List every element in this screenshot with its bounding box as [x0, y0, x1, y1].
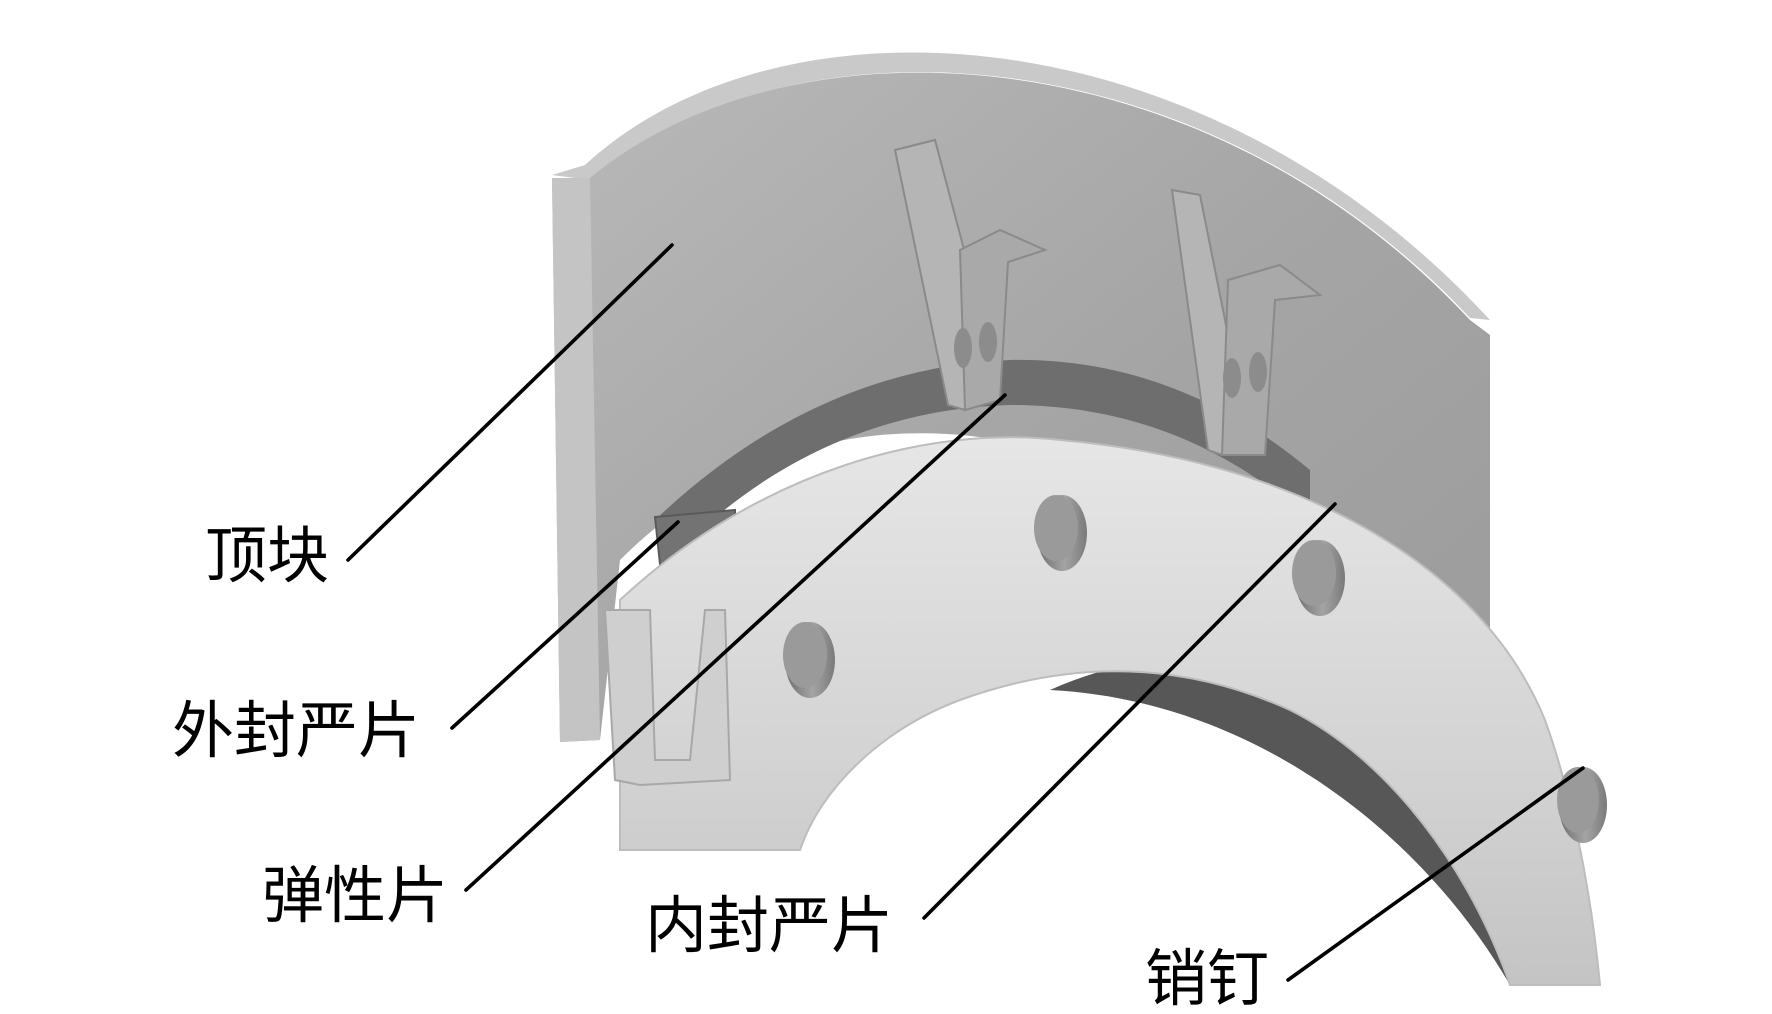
leader-inner-seal	[922, 502, 1337, 920]
spring-leaf-left	[893, 138, 1048, 412]
seal-cavity-band	[655, 359, 1310, 560]
ring-end-slot	[603, 609, 732, 787]
inner-seal-ring	[603, 436, 1602, 986]
top-block-face	[552, 72, 1490, 830]
inner-ring-underside	[1050, 658, 1600, 985]
leader-outer-seal	[450, 520, 680, 730]
leader-pin	[1286, 766, 1585, 982]
label-outer-seal: 外封严片	[172, 698, 420, 766]
pin-2	[1034, 495, 1087, 571]
top-block-side-edge	[552, 178, 600, 742]
inner-ring-face	[619, 436, 1602, 986]
label-inner-seal: 内封严片	[645, 893, 893, 961]
pin-1	[783, 622, 835, 698]
leader-spring-leaf	[464, 393, 1007, 892]
pin-3	[1292, 540, 1345, 616]
label-pin: 销钉	[1145, 946, 1269, 1014]
label-top-block: 顶块	[205, 523, 329, 591]
pin-4	[1557, 767, 1607, 843]
top-block-part	[552, 52, 1490, 830]
label-spring-leaf: 弹性片	[262, 863, 448, 931]
leader-top-block	[346, 243, 674, 562]
spring-leaf-right	[1170, 188, 1323, 457]
